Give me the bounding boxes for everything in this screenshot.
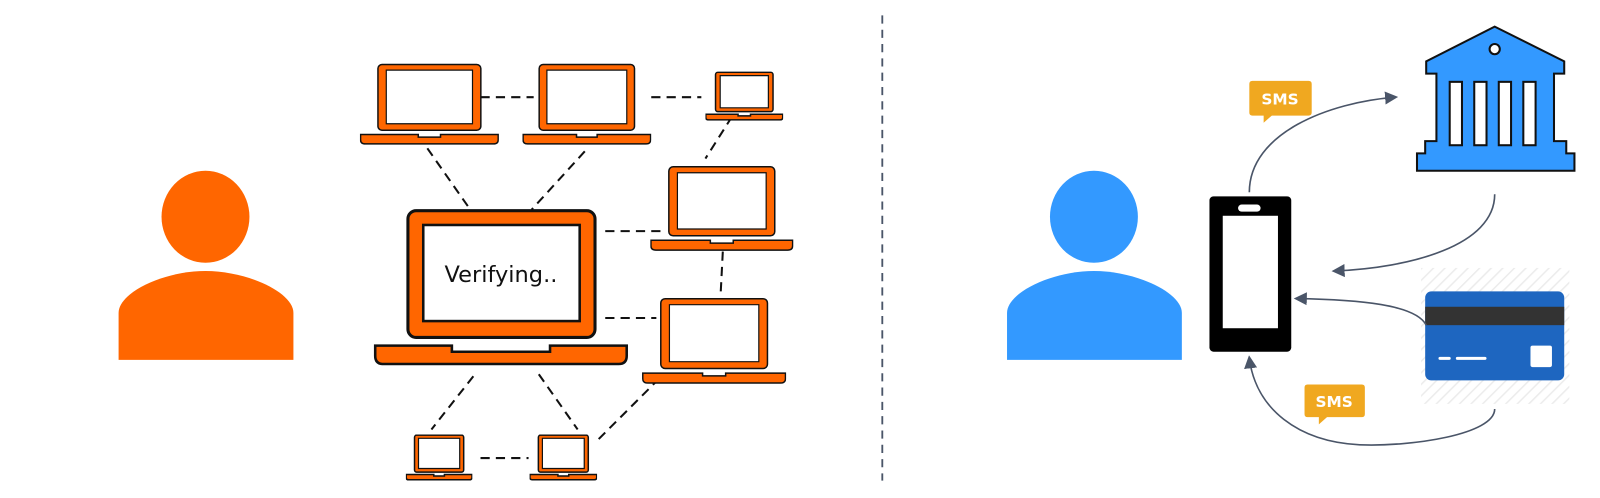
flow-arrows (1244, 91, 1496, 446)
sms-badge-bottom: SMS (1304, 384, 1365, 425)
svg-text:SMS: SMS (1316, 393, 1353, 411)
laptop-icon (406, 435, 472, 480)
svg-text:SMS: SMS (1261, 90, 1298, 108)
verifying-text: Verifying.. (445, 262, 558, 288)
laptop-icon (530, 435, 597, 480)
sms-badge-top: SMS (1249, 80, 1312, 123)
laptop-icon (523, 65, 651, 144)
network-links (426, 96, 733, 460)
laptop-icon (361, 65, 499, 144)
arrow-phone-to-bank (1248, 91, 1399, 193)
phone-icon (1209, 196, 1292, 352)
bank-icon (1415, 25, 1576, 172)
laptop-icon (706, 72, 783, 120)
arrow-bank-to-phone (1331, 194, 1496, 278)
person-icon-blue (1007, 170, 1182, 360)
person-icon-orange (118, 170, 294, 360)
credit-card-icon (1421, 267, 1570, 404)
laptop-icon (643, 299, 786, 383)
arrow-card-to-phone (1293, 292, 1427, 326)
central-laptop: Verifying.. (373, 209, 628, 366)
laptop-icon (651, 167, 793, 250)
arrow-card-sms-to-phone (1244, 355, 1496, 446)
